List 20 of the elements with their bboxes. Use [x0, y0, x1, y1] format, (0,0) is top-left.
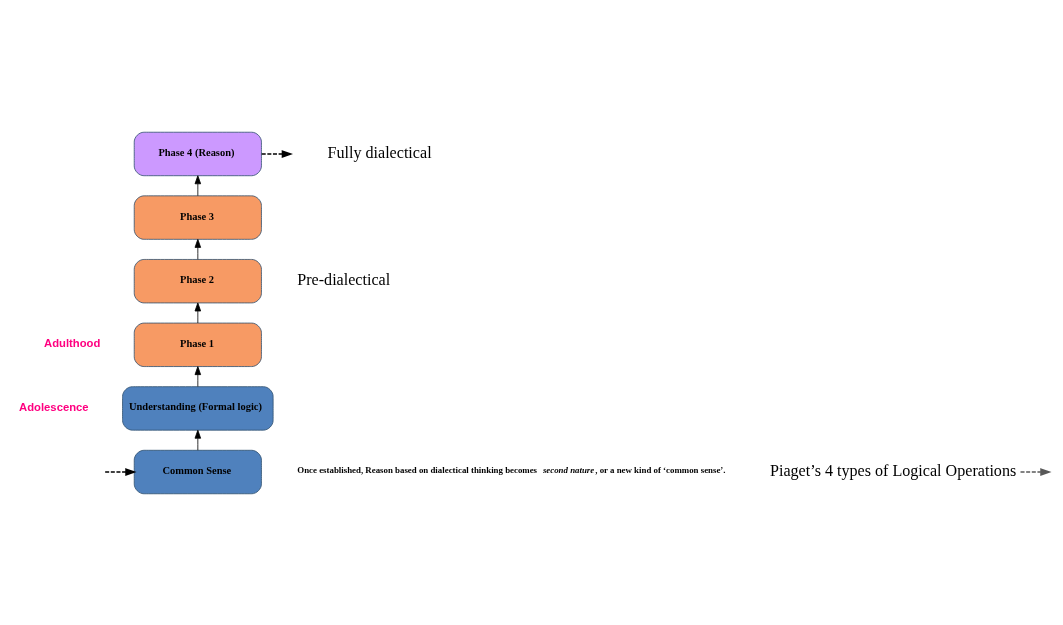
node-box: Phase 1: [133, 322, 262, 367]
arrow: [194, 238, 202, 260]
arrow: [260, 149, 293, 158]
arrow: [104, 467, 137, 476]
node-box: Phase 2: [133, 258, 262, 303]
label: Pre-dialectical: [297, 270, 391, 288]
node-box: Understanding (Formal logic): [122, 385, 274, 431]
label: Fully dialectical: [327, 143, 432, 161]
arrow: [194, 365, 202, 387]
label: Once established, Reason based on dialectical thinking becomes second nature, or a new kind of ‘common sense’.: [297, 464, 726, 475]
node-box: Common Sense: [133, 449, 262, 494]
node-text: Piaget’s 4 types of Logical Operations: [769, 461, 1017, 479]
label: Adulthood: [44, 336, 101, 349]
arrow: [194, 302, 202, 323]
node-box: Phase 3: [133, 194, 262, 240]
arrow: [194, 174, 202, 196]
arrow: [194, 429, 202, 451]
node-box: Phase 4 (Reason): [133, 131, 262, 176]
label: Adolescence: [19, 400, 89, 413]
arrow: [1019, 467, 1052, 476]
